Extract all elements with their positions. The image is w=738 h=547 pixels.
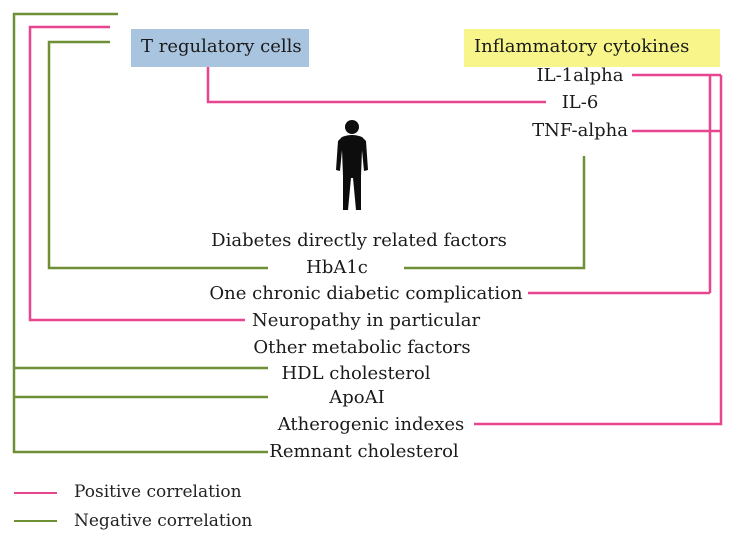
neg-outer-bracket <box>12 12 268 454</box>
person-silhouette-icon <box>336 120 368 210</box>
factor-diabetes-heading: Diabetes directly related factors <box>211 230 507 251</box>
legend-positive-label: Positive correlation <box>74 482 242 502</box>
factor-metabolic-heading: Other metabolic factors <box>253 337 471 358</box>
factor-apoai: ApoAI <box>329 387 385 408</box>
cytokine-il1alpha: IL-1alpha <box>536 65 624 86</box>
factor-chronic-complication: One chronic diabetic complication <box>209 283 523 304</box>
pos-treg-neuropathy-bracket <box>28 25 245 322</box>
factor-atherogenic-indexes: Atherogenic indexes <box>277 414 465 435</box>
factor-neuropathy: Neuropathy in particular <box>251 310 481 331</box>
factor-remnant-cholesterol: Remnant cholesterol <box>269 441 459 462</box>
pos-il6-atherogenic-bracket <box>708 75 721 133</box>
factor-hba1c: HbA1c <box>306 257 368 278</box>
factor-hdl-cholesterol: HDL cholesterol <box>281 363 431 384</box>
pos-treg-il6-connector <box>206 65 546 104</box>
pos-cytokine-right-spine <box>474 75 723 426</box>
neg-tnf-hba1c-connector <box>404 156 586 270</box>
legend-negative-label: Negative correlation <box>74 511 253 531</box>
neg-treg-hba1c-bracket <box>47 40 268 270</box>
cytokines-label: Inflammatory cytokines <box>474 36 690 57</box>
cytokines-box: Inflammatory cytokines <box>464 29 720 67</box>
treg-label: T regulatory cells <box>141 36 302 57</box>
cytokine-il6: IL-6 <box>561 92 599 113</box>
treg-box: T regulatory cells <box>131 29 309 67</box>
cytokine-tnfalpha: TNF-alpha <box>532 120 628 141</box>
